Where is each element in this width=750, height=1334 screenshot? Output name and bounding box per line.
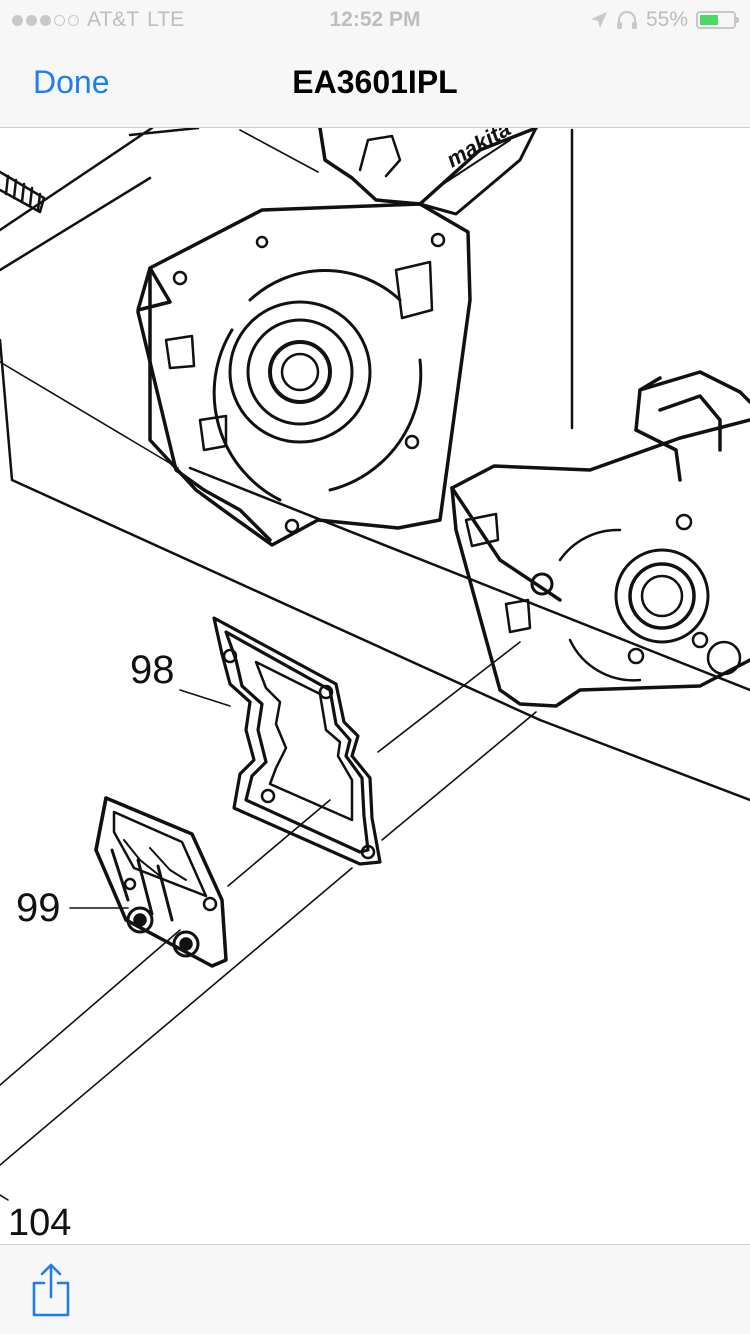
carrier-group: AT&T LTE [12, 8, 184, 32]
signal-dots-icon [12, 14, 79, 26]
document-viewer[interactable]: makita [0, 128, 750, 1244]
gasket-98 [212, 616, 382, 866]
status-bar: AT&T LTE 12:52 PM 55% [0, 0, 750, 40]
battery-fill [700, 15, 718, 25]
makita-logo: makita [442, 128, 515, 172]
leader-lines [0, 129, 537, 1201]
parts-diagram: makita [0, 128, 750, 1201]
status-time: 12:52 PM [329, 8, 421, 31]
document-title: EA3601IPL [292, 64, 458, 100]
callout-98: 98 [130, 648, 175, 692]
navigation-bar: Done EA3601IPL [0, 40, 750, 128]
frame-lines [0, 128, 750, 802]
callout-99: 99 [16, 886, 61, 930]
crankcase-housing [136, 128, 538, 547]
battery-percent: 55% [645, 8, 688, 31]
location-arrow-icon [590, 12, 607, 28]
network-label: LTE [147, 8, 185, 31]
carrier-label: AT&T [87, 8, 140, 31]
battery-icon [696, 11, 739, 29]
cylinder-housing [450, 370, 750, 708]
reed-valve-99 [94, 796, 228, 968]
bottom-toolbar [0, 1244, 750, 1334]
done-button[interactable]: Done [33, 64, 110, 100]
share-icon[interactable] [30, 1263, 72, 1317]
status-right-group: 55% [590, 8, 739, 32]
threaded-rod [0, 170, 46, 214]
headphones-icon [616, 10, 637, 29]
callout-104: 104 [8, 1202, 72, 1244]
